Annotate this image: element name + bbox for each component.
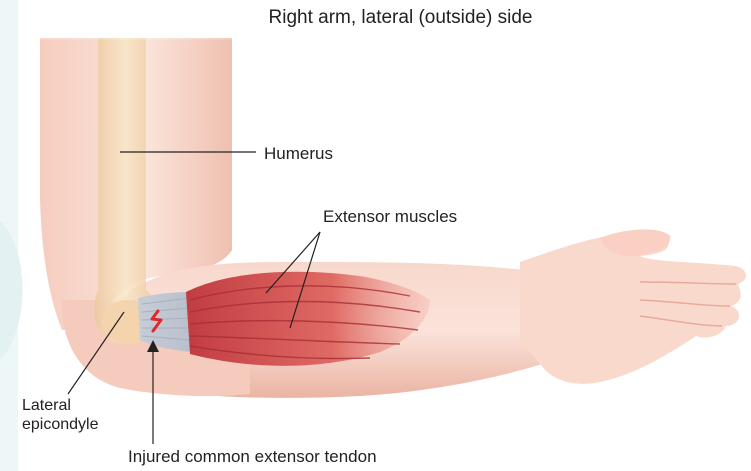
lateral-epicondyle-label: Lateral epicondyle <box>22 396 99 434</box>
injured-tendon-label: Injured common extensor tendon <box>128 448 377 467</box>
humerus-label: Humerus <box>264 145 333 164</box>
top-fade <box>30 30 250 90</box>
lateral-label-line-2: epicondyle <box>22 415 99 434</box>
background-panel-curve <box>0 220 23 360</box>
extensor-muscles-label: Extensor muscles <box>323 208 457 227</box>
diagram-title: Right arm, lateral (outside) side <box>0 8 751 29</box>
lateral-label-line-1: Lateral <box>22 396 99 415</box>
